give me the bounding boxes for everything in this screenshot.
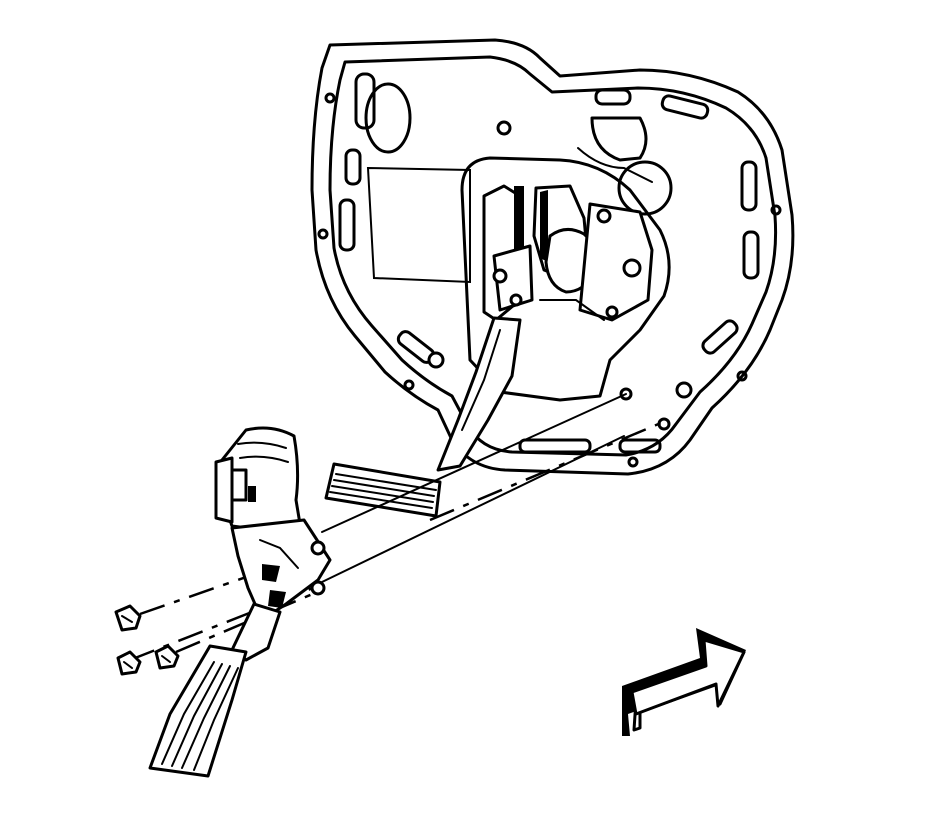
accelerator-pedal-pad — [148, 644, 248, 778]
mounting-bolt — [154, 644, 180, 670]
frame-hole — [317, 92, 782, 468]
view-direction-arrow — [622, 628, 746, 736]
brake-pivot-assembly — [482, 184, 654, 322]
brake-pad-ribs — [329, 473, 437, 509]
mounting-channel — [460, 156, 671, 402]
accelerator-pedal — [148, 426, 332, 778]
accelerator-pad-ribs — [161, 661, 239, 771]
brake-pedal-pad — [324, 462, 442, 518]
mounting-bolt — [116, 650, 142, 676]
oval-cutout — [364, 82, 412, 154]
mounting-bolt — [114, 604, 142, 632]
round-hole — [617, 160, 673, 216]
brake-pedal — [324, 316, 522, 518]
frame-rib-slots — [338, 72, 760, 454]
accelerator-pedal-arm — [230, 602, 282, 662]
brake-pedal-arm — [436, 316, 522, 472]
upper-recess — [590, 116, 648, 162]
